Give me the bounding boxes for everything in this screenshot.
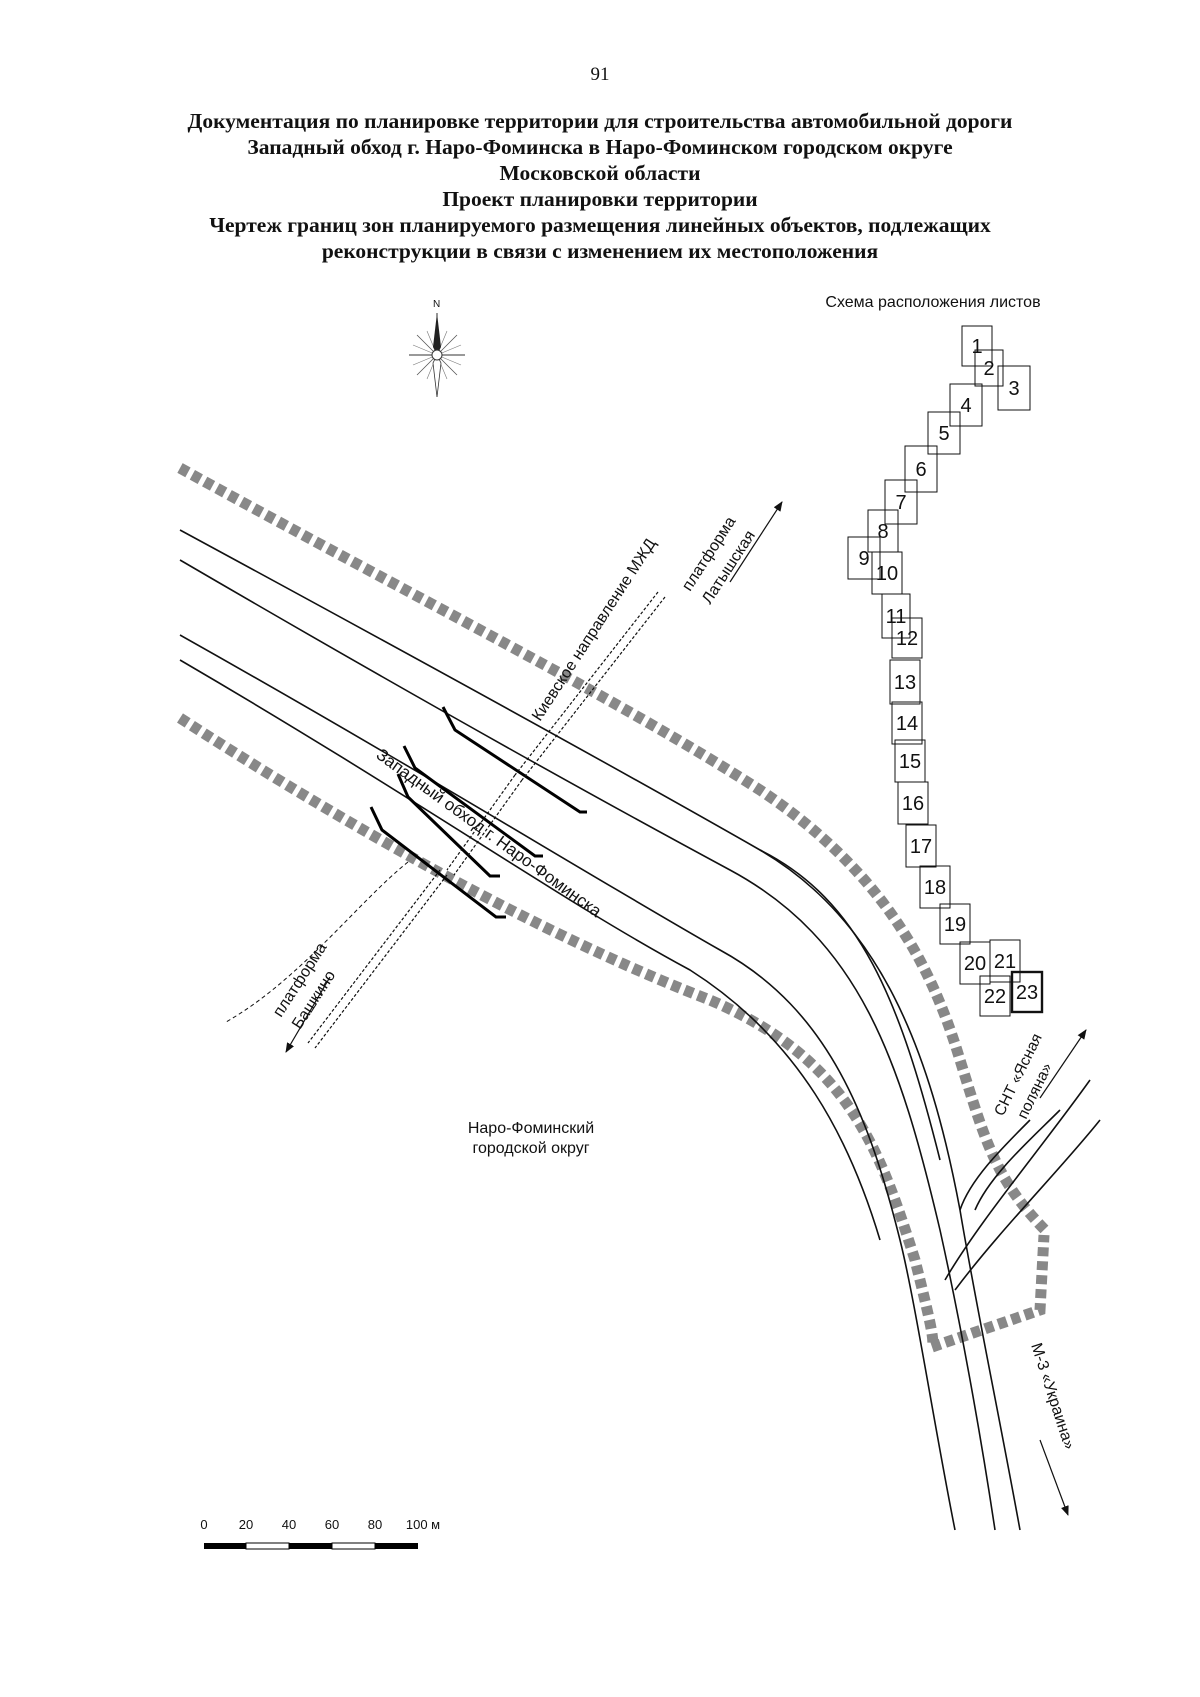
sheet-box — [961, 325, 993, 367]
sheet-label: 9 — [858, 548, 869, 570]
sheet-box — [884, 479, 918, 525]
sheet-label: 22 — [984, 986, 1006, 1008]
north-label: N — [433, 299, 440, 310]
planning-boundary — [177, 463, 1052, 1353]
sheet-box — [889, 659, 921, 705]
sheet-box — [997, 365, 1031, 411]
sheet-label: 20 — [964, 953, 986, 975]
page-number: 91 — [590, 64, 610, 85]
scale-segment — [245, 1542, 290, 1550]
sheet-label: 10 — [876, 563, 898, 585]
scale-segment — [289, 1543, 332, 1549]
scale-tick-label: 80 — [368, 1517, 382, 1532]
sheet-box — [939, 903, 971, 945]
title-line: Документация по планировке территории дл… — [187, 109, 1013, 133]
arrow-latyshskaya-icon — [729, 501, 783, 583]
sheet-label: 6 — [915, 459, 926, 481]
sheet-box — [974, 349, 1004, 387]
scale-segment — [375, 1543, 418, 1549]
sheet-label: 11 — [886, 606, 907, 628]
district-label: городской округ — [472, 1140, 589, 1157]
railway-line — [307, 591, 666, 1049]
sheet-box — [1010, 970, 1044, 1014]
scale-segment — [331, 1542, 376, 1550]
title-line: Московской области — [499, 161, 701, 185]
sheet-label: 18 — [924, 877, 946, 899]
scale-segment — [204, 1543, 246, 1549]
sheet-label: 15 — [899, 751, 921, 773]
sheet-label: 2 — [983, 358, 994, 380]
sheet-box — [891, 617, 923, 659]
dashed-road-bashkino — [225, 861, 409, 1023]
scale-tick-label: 40 — [282, 1517, 296, 1532]
scale-tick-label: 60 — [325, 1517, 339, 1532]
sheet-box — [979, 975, 1011, 1017]
sheet-box — [927, 411, 961, 455]
sheet-box — [904, 445, 938, 493]
scale-tick-label: 100 м — [406, 1517, 440, 1532]
key-map-title: Схема расположения листов — [825, 294, 1040, 311]
railway-label: Киевское направление МЖД — [529, 536, 660, 724]
key-map: Схема расположения листов 12345678910111… — [825, 294, 1044, 1017]
document-title: Документация по планировке территории дл… — [0, 108, 1200, 264]
sheet-label: 16 — [902, 793, 924, 815]
arrow-highway-icon — [1039, 1439, 1069, 1516]
title-line: Чертеж границ зон планируемого размещени… — [209, 213, 991, 237]
title-line: Западный обход г. Наро-Фоминска в Наро-Ф… — [247, 135, 953, 159]
sheet-label: 12 — [896, 628, 918, 650]
highway-label: М-3 «Украина» — [1027, 1341, 1077, 1452]
sheet-box — [847, 536, 881, 580]
sheet-label: 8 — [877, 521, 888, 543]
arrow-snt-icon — [1039, 1029, 1087, 1099]
title-line: Проект планировки территории — [442, 187, 758, 211]
sheet-label: 13 — [894, 672, 916, 694]
arrow-bashkino-icon — [285, 976, 331, 1053]
sheet-label: 1 — [971, 336, 982, 358]
scale-tick-label: 0 — [200, 1517, 207, 1532]
sheet-label: 21 — [994, 951, 1016, 973]
sheet-box — [989, 939, 1021, 983]
sheet-label: 5 — [938, 423, 949, 445]
sheet-label: 4 — [960, 395, 971, 417]
compass-icon: N — [409, 299, 465, 398]
sheet-box — [919, 865, 951, 909]
sheet-label: 3 — [1008, 378, 1019, 400]
district-label: Наро-Фоминский — [468, 1120, 594, 1137]
sheet-box — [905, 824, 937, 868]
sheet-label: 23 — [1016, 982, 1038, 1004]
title-line: реконструкции в связи с изменением их ме… — [321, 239, 879, 263]
sheet-box — [949, 383, 983, 427]
scale-bar: 0 20 40 60 80 100 м — [200, 1517, 440, 1550]
sheet-box — [881, 593, 911, 639]
sheet-label: 19 — [944, 914, 966, 936]
sheet-label: 14 — [896, 713, 918, 735]
sheet-box — [897, 781, 929, 825]
sheet-box — [891, 701, 923, 745]
scale-tick-label: 20 — [239, 1517, 253, 1532]
sheet-label: 17 — [910, 836, 932, 858]
sheet-label: 7 — [895, 492, 906, 514]
